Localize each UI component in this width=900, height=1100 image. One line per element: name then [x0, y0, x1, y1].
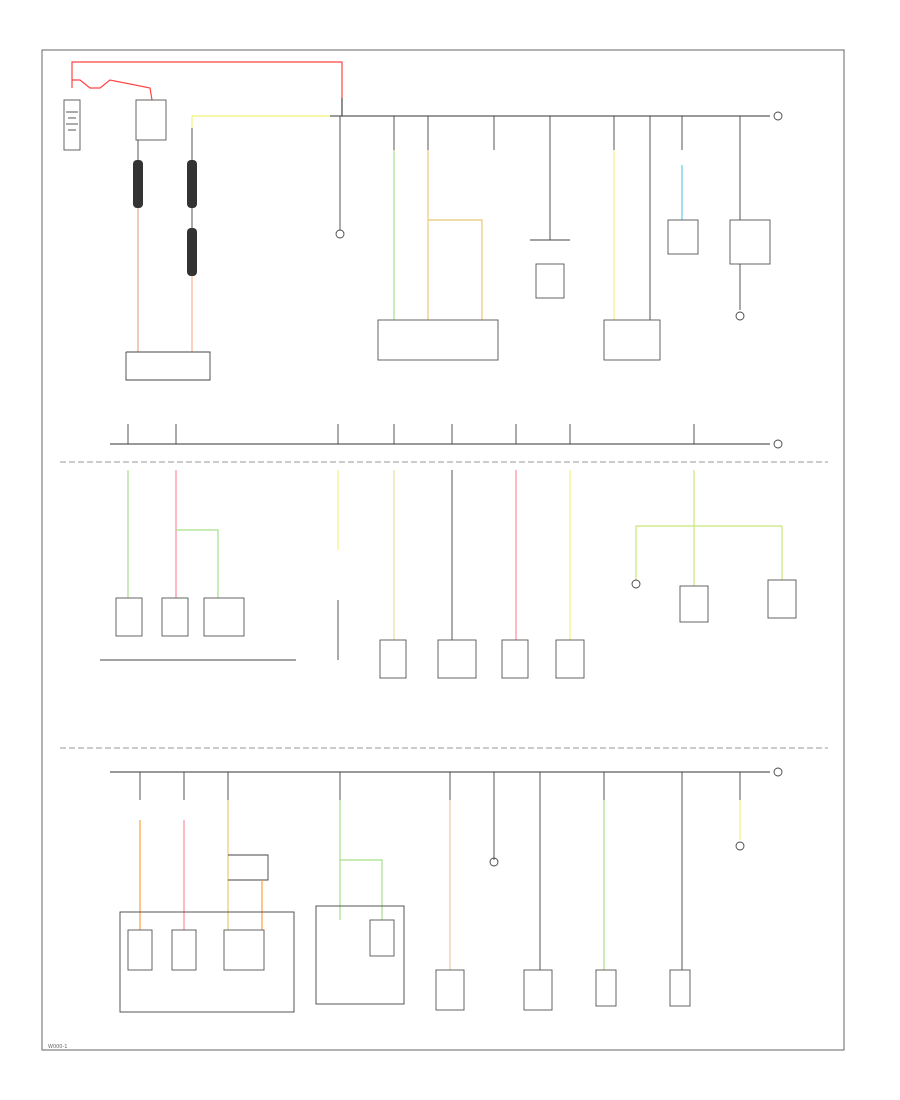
tan-wire-loop: [428, 219, 483, 320]
lamp-box-2a: [379, 639, 407, 679]
lamp-box-3g: [669, 969, 691, 1007]
relay-box-2f: [767, 579, 797, 619]
ground-box-1: [377, 319, 499, 361]
fusible-link-2: [187, 160, 197, 208]
page-code: W000-1: [48, 1044, 67, 1050]
relay-enclosure-3: [119, 911, 295, 1013]
lamp-box-3a: [127, 929, 153, 971]
fuse-drops-section-3: [139, 772, 741, 800]
switch-box-2: [203, 597, 245, 637]
trailer-box-3: [315, 905, 405, 1005]
lamp-box-2b: [437, 639, 477, 679]
fusible-link-1: [133, 160, 143, 208]
trailer-relay-3: [369, 919, 395, 957]
fuse-drops-section-1: [339, 116, 741, 150]
diagram-frame: [41, 49, 845, 1051]
lamp-box-2d: [555, 639, 585, 679]
lamp-box-3b: [171, 929, 197, 971]
generator-box: [125, 351, 211, 381]
yellow-green-branch: [635, 470, 695, 580]
starter-relay-box: [135, 99, 167, 141]
green-branch-3: [340, 859, 383, 920]
relay-network-3: [228, 854, 269, 881]
lamp-box-2c: [501, 639, 529, 679]
fusible-feed-wire: [191, 115, 330, 128]
fuse-drops-section-2: [127, 424, 695, 444]
lamp-box-3c: [223, 929, 265, 971]
relay-box-2e: [679, 585, 709, 623]
relay-box-2b: [161, 597, 189, 637]
green-wire-switch: [176, 529, 219, 600]
module-box-1: [535, 263, 565, 299]
battery-icon: [63, 99, 81, 151]
junction-box-1: [729, 219, 771, 265]
lamp-box-3f: [595, 969, 617, 1007]
lamp-box-3d: [435, 969, 465, 1011]
relay-box-2a: [115, 597, 143, 637]
relay-box-1: [667, 219, 699, 255]
lamp-box-3e: [523, 969, 553, 1011]
battery-cable: [71, 79, 153, 101]
fusible-link-3: [187, 228, 197, 276]
module-box-2: [603, 319, 661, 361]
battery-positive-cable: [71, 61, 343, 98]
